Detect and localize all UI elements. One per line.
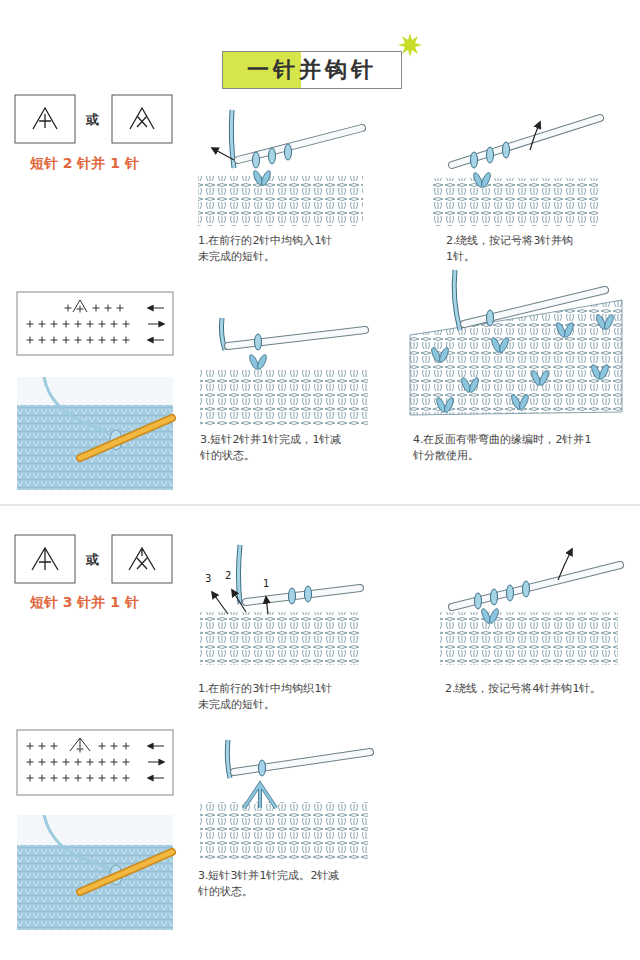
callout-number: 1 [263,577,269,592]
step-caption: 1.在前行的3针中均钩织1针 未完成的短针。 [198,681,374,713]
step-caption: 3.短针3针并1针完成。2针减 针的状态。 [198,868,350,900]
section-heading: 短针 3 针并 1 针 [30,592,139,612]
step-caption: 3.短针2针并1针完成，1针减 针的状态。 [200,432,352,464]
callout-number: 3 [205,572,211,587]
step-caption: 4.在反面有带弯曲的缘编时，2针并1 针分散使用。 [413,432,625,464]
callout-number: 2 [225,569,231,584]
page-title: 一针并钩针 [222,51,402,89]
step-caption: 2.绕线，按记号将3针并钩 1针。 [446,233,588,265]
section-heading: 短针 2 针并 1 针 [30,153,139,173]
step-caption: 2.绕线，按记号将4针并钩1针。 [445,681,602,697]
or-text: 或 [86,551,99,570]
or-text: 或 [86,111,99,130]
step-caption: 1.在前行的2针中均钩入1针 未完成的短针。 [198,233,374,265]
